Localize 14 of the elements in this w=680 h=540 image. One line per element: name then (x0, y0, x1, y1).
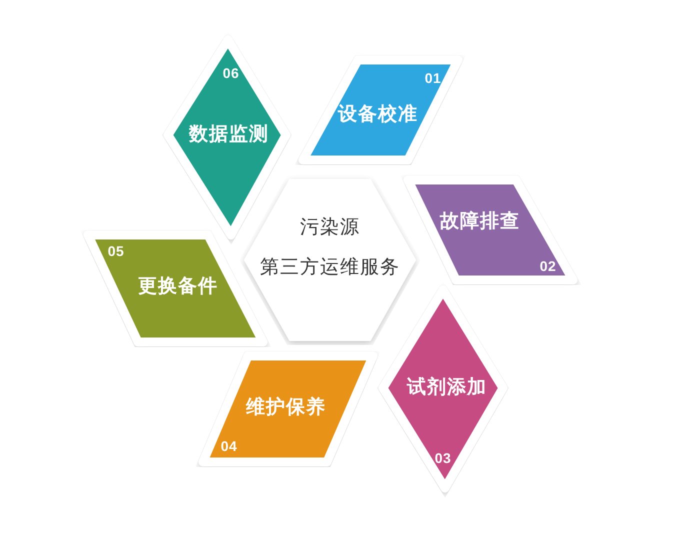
step-label: 设备校准 (338, 104, 418, 126)
step-label: 维护保养 (246, 397, 326, 419)
step-number: 05 (108, 242, 124, 260)
step-number: 03 (434, 450, 452, 466)
step-label: 更换备件 (138, 276, 218, 298)
center-title: 污染源 (300, 217, 360, 239)
center-title: 第三方运维服务 (260, 257, 400, 279)
step-number: 02 (540, 258, 556, 274)
step-label: 数据监测 (189, 124, 269, 146)
step-label: 故障排查 (440, 211, 520, 233)
step-number: 01 (424, 70, 442, 86)
step-label: 试剂添加 (407, 377, 487, 399)
step-number: 04 (220, 438, 238, 454)
step-number: 06 (222, 64, 240, 82)
